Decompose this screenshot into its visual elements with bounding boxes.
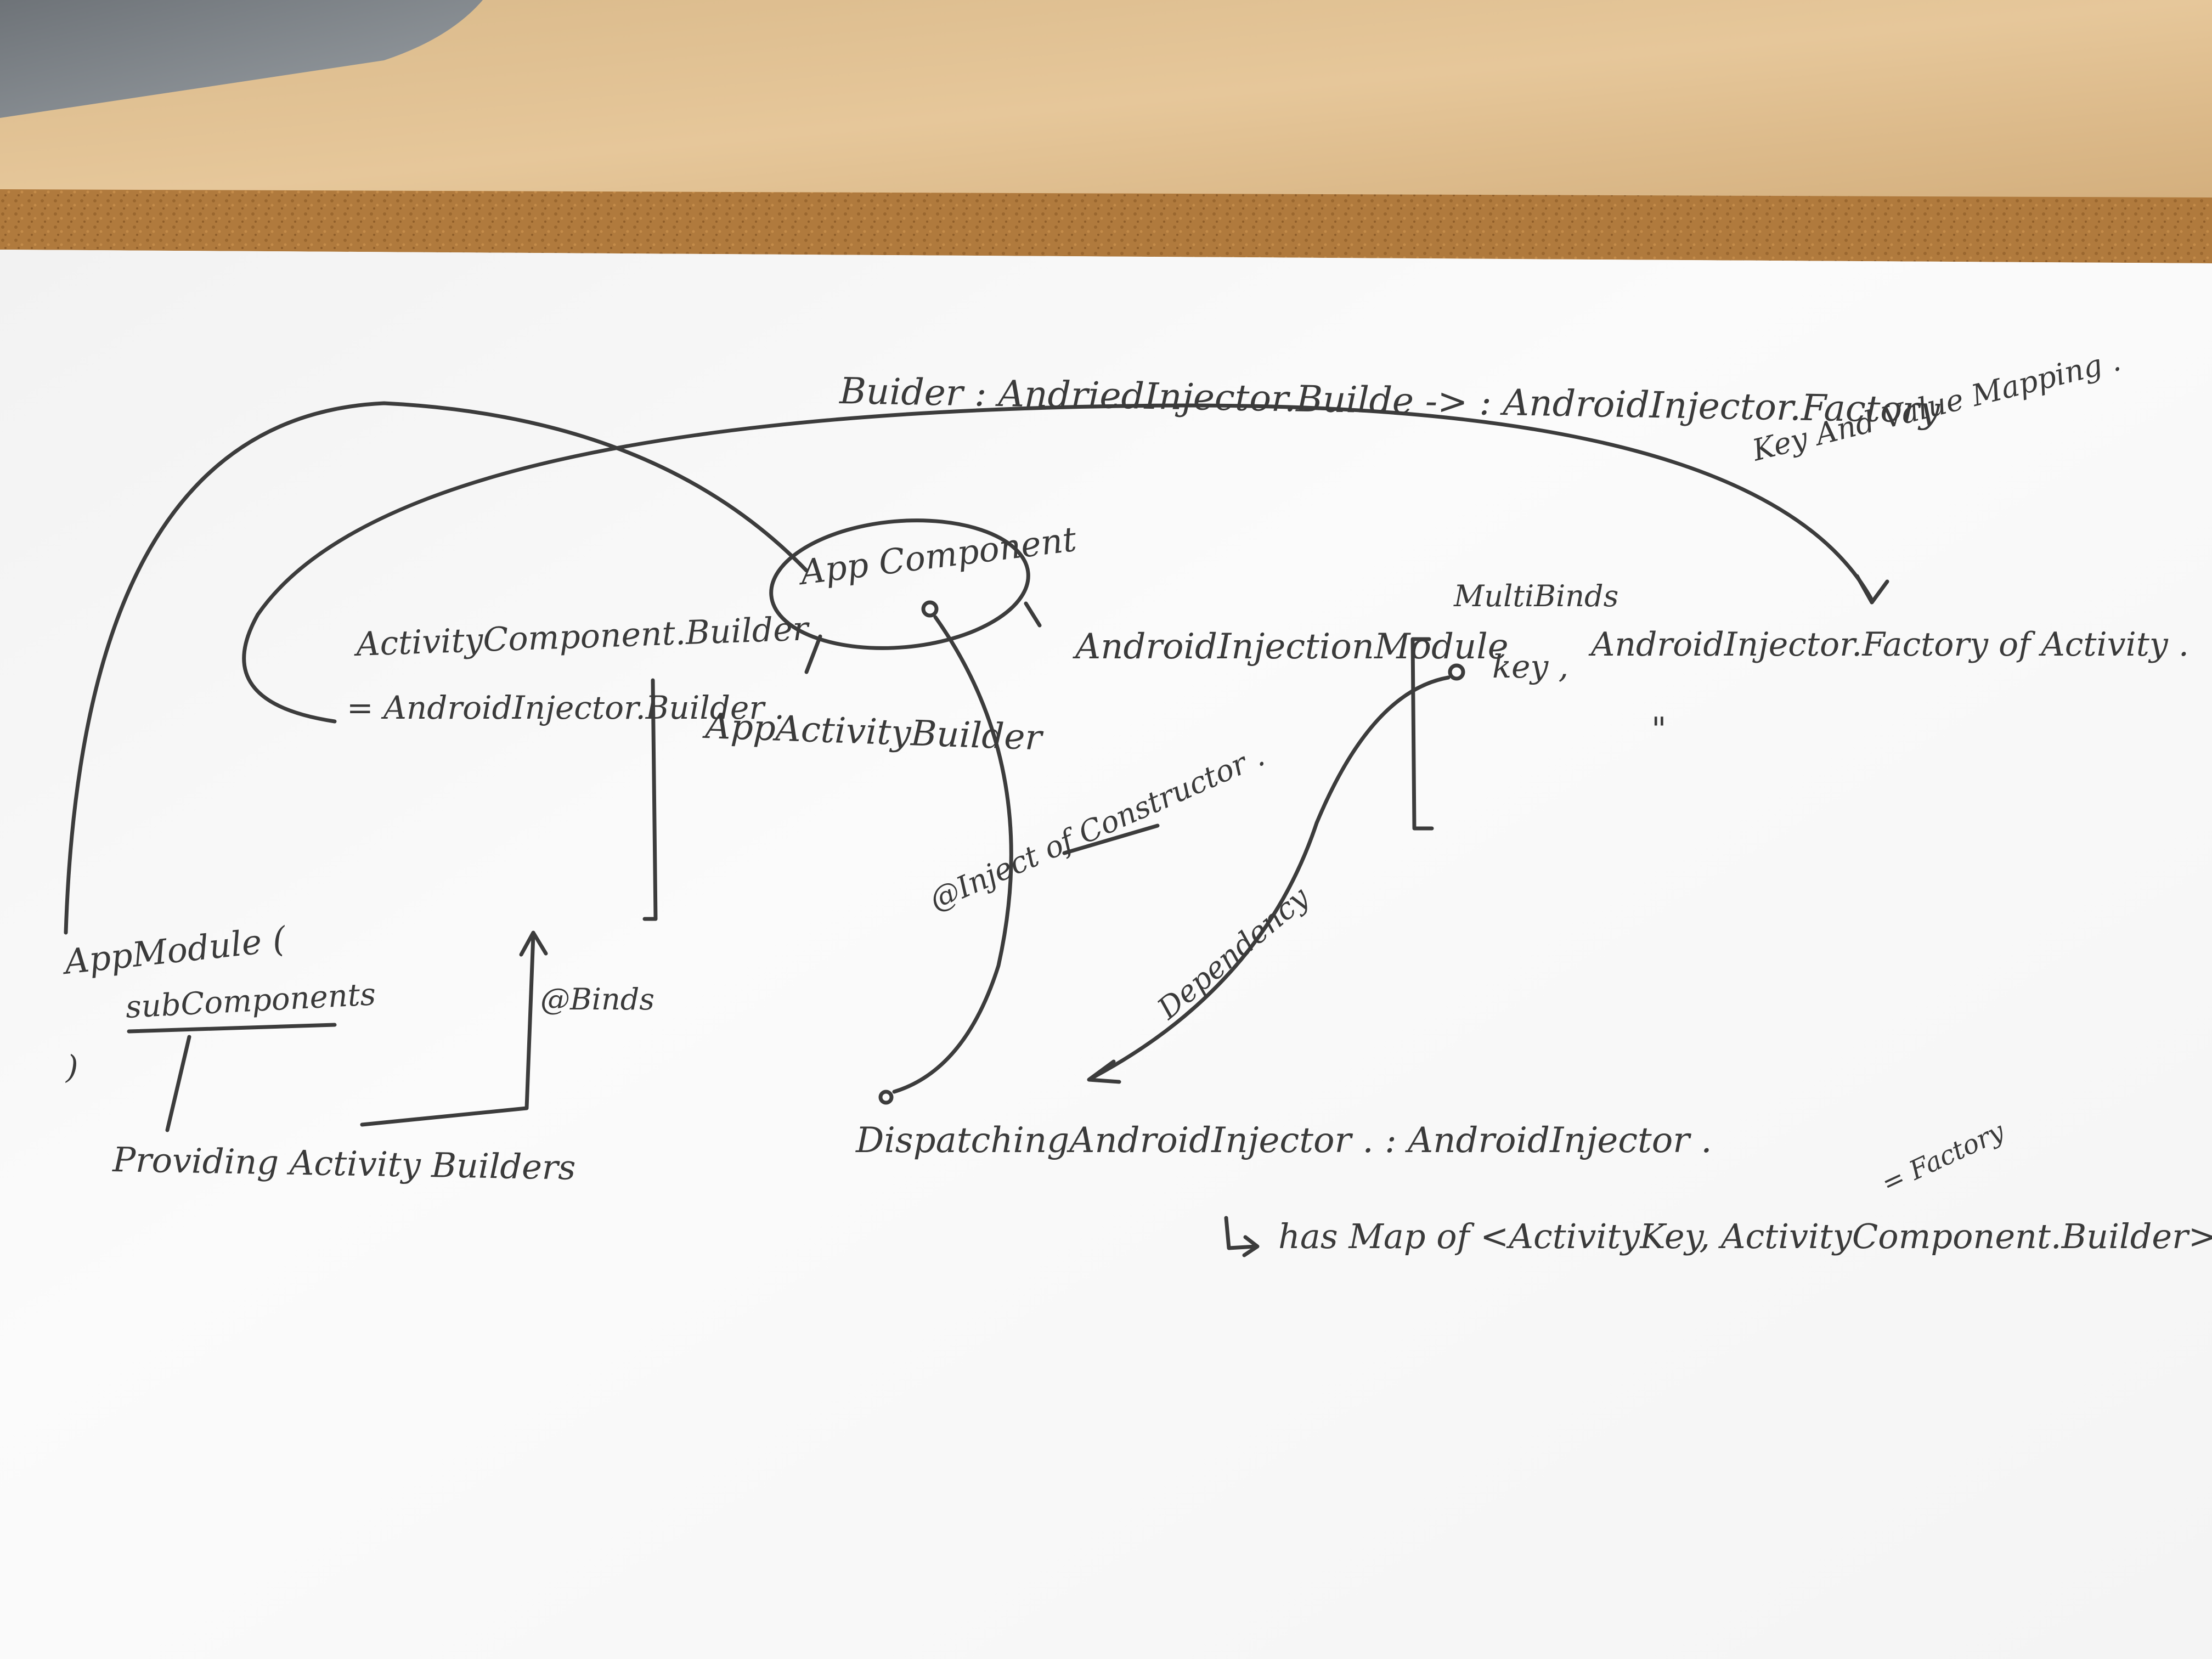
label-providing-activity-builders: Providing Activity Builders	[112, 1139, 576, 1188]
dependency-arrow-head	[1087, 1059, 1121, 1084]
binds-arrow	[360, 933, 535, 1127]
has-map-arrow	[1224, 1216, 1259, 1250]
arc-app-component-to-app-module	[64, 401, 809, 935]
label-binds: @Binds	[540, 982, 654, 1017]
pencil-strokes	[64, 401, 1889, 1257]
tick-left	[804, 634, 822, 674]
multibinds-bracket	[1410, 637, 1434, 831]
laptop-corner	[0, 0, 483, 118]
label-ditto-mark: "	[1651, 710, 1667, 749]
binds-arrow-head	[519, 930, 548, 957]
label-key: key ,	[1492, 648, 1568, 685]
inject-start-circle	[921, 600, 939, 618]
label-android-injector-builder: = AndroidInjector.Builder .	[347, 689, 785, 726]
label-dispatching-android-injector: DispatchingAndroidInjector . : AndroidIn…	[855, 1120, 1712, 1161]
has-map-arrow-head	[1242, 1235, 1260, 1257]
arrow-head-factory	[1855, 574, 1889, 605]
cork-board-edge	[0, 189, 2212, 263]
dependency-start-circle	[1448, 663, 1465, 681]
inject-curve	[892, 615, 1013, 1094]
inject-end-circle	[878, 1090, 894, 1105]
arc-builder-to-factory	[242, 403, 1873, 724]
tick-right	[1024, 601, 1042, 628]
label-injector-factory-of-activity: AndroidInjector.Factory of Activity .	[1588, 625, 2189, 664]
dependency-curve	[1090, 675, 1451, 1080]
label-close-paren: )	[65, 1048, 78, 1086]
label-multi-binds: MultiBinds	[1453, 579, 1618, 613]
label-has-map-of: has Map of <ActivityKey, ActivityCompone…	[1278, 1216, 2212, 1256]
bracket-activity-builder	[642, 678, 658, 921]
label-android-injection-module: AndroidInjectionModule	[1073, 627, 1509, 667]
inject-underline	[1062, 823, 1160, 855]
subcomponents-connector	[165, 1035, 191, 1132]
subcomponents-underline	[127, 1023, 337, 1034]
app-component-ellipse	[769, 518, 1030, 650]
paper-sheet	[0, 250, 2212, 1659]
